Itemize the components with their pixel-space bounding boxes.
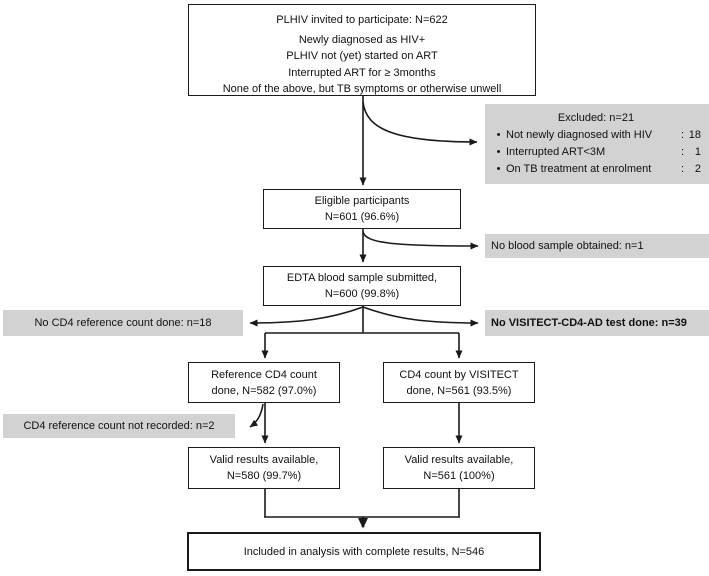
excluded-item-colon: : [680, 146, 684, 158]
valid-visitect-line2: N=561 (100%) [423, 470, 495, 482]
box-edta-sample: EDTA blood sample submitted, N=600 (99.8… [263, 266, 461, 306]
callout-cd4-not-recorded: CD4 reference count not recorded: n=2 [3, 414, 235, 438]
excluded-item: • On TB treatment at enrolment : 2 [491, 161, 701, 178]
excluded-item-label: Not newly diagnosed with HIV [506, 129, 653, 141]
criterion: PLHIV not (yet) started on ART [286, 50, 438, 62]
callout-no-visitect-test: No VISITECT-CD4-AD test done: n=39 [485, 310, 709, 336]
valid-ref-line2: N=580 (99.7%) [226, 470, 302, 482]
reference-cd4-line1: Reference CD4 count [211, 368, 317, 381]
box-included-analysis: Included in analysis with complete resul… [187, 532, 541, 571]
no-blood-text: No blood sample obtained: n=1 [491, 239, 644, 252]
box-visitect-cd4: CD4 count by VISITECT done, N=561 (93.5%… [383, 362, 535, 403]
cd4-not-recorded-text: CD4 reference count not recorded: n=2 [23, 419, 215, 432]
callout-excluded: Excluded: n=21 • Not newly diagnosed wit… [485, 104, 709, 184]
bullet-icon: • [496, 146, 501, 158]
valid-visitect-line1: Valid results available, [404, 454, 514, 466]
excluded-item-colon: : [680, 129, 684, 141]
excluded-item-label: On TB treatment at enrolment [506, 163, 652, 175]
bullet-icon: • [496, 163, 501, 175]
excluded-item-value: 2 [694, 163, 701, 175]
invited-total: PLHIV invited to participate: N=622 [276, 14, 448, 26]
excluded-item-label: Interrupted ART<3M [506, 146, 606, 158]
box-eligible: Eligible participants N=601 (96.6%) [263, 189, 461, 229]
no-cd4-reference-text: No CD4 reference count done: n=18 [34, 316, 212, 329]
criterion: None of the above, but TB symptoms or ot… [222, 83, 502, 95]
box-reference-cd4: Reference CD4 count done, N=582 (97.0%) [188, 362, 340, 403]
eligible-line1: Eligible participants [314, 195, 410, 207]
criterion: Interrupted ART for ≥ 3months [288, 66, 436, 79]
edta-line2: N=600 (99.8%) [324, 288, 400, 300]
excluded-item-colon: : [680, 163, 684, 175]
callout-no-blood-sample: No blood sample obtained: n=1 [485, 234, 709, 258]
box-valid-results-reference: Valid results available, N=580 (99.7%) [188, 447, 340, 489]
included-text: Included in analysis with complete resul… [243, 545, 485, 558]
arrow-edta-to-norefcount [249, 306, 364, 327]
valid-ref-line1: Valid results available, [209, 454, 319, 466]
arrow-eligible-to-noblood [362, 231, 479, 250]
criterion: Newly diagnosed as HIV+ [298, 33, 426, 46]
excluded-item: • Interrupted ART<3M : 1 [491, 144, 701, 161]
eligible-line2: N=601 (96.6%) [324, 211, 400, 223]
bullet-icon: • [496, 129, 501, 141]
edta-line1: EDTA blood sample submitted, [286, 272, 438, 284]
arrow-invited-to-excluded [362, 101, 478, 146]
box-invited: PLHIV invited to participate: N=622 Newl… [188, 4, 536, 96]
no-visitect-test-text: No VISITECT-CD4-AD test done: n=39 [491, 316, 687, 329]
arrow-refcd4-to-notrecorded [249, 403, 264, 428]
box-valid-results-visitect: Valid results available, N=561 (100%) [383, 447, 535, 489]
reference-cd4-line2: done, N=582 (97.0%) [211, 384, 317, 397]
excluded-item-value: 1 [694, 146, 701, 158]
visitect-cd4-line1: CD4 count by VISITECT [399, 368, 519, 381]
arrow-edta-to-novisitect [362, 306, 479, 327]
invited-criteria: Newly diagnosed as HIV+ PLHIV not (yet) … [223, 32, 502, 98]
visitect-cd4-line2: done, N=561 (93.5%) [406, 384, 512, 397]
excluded-item: • Not newly diagnosed with HIV : 18 [491, 127, 701, 144]
excluded-title: Excluded: n=21 [557, 112, 635, 124]
callout-no-cd4-reference: No CD4 reference count done: n=18 [3, 310, 243, 336]
excluded-item-value: 18 [688, 129, 701, 141]
